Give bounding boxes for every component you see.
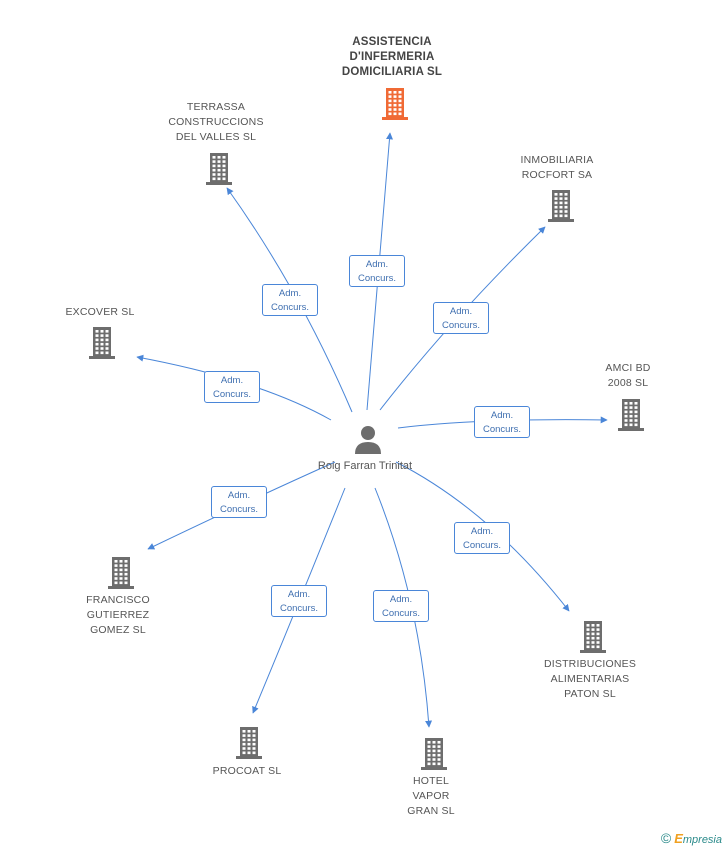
company-label[interactable]: TERRASSA CONSTRUCCIONS DEL VALLES SL [168, 101, 264, 143]
building-icon [548, 190, 574, 222]
copyright-icon: © [660, 830, 672, 846]
relation-label-assistencia[interactable]: Adm. Concurs. [349, 255, 405, 287]
relation-line1: Adm. [278, 288, 302, 299]
relation-line2: Concurs. [279, 603, 318, 614]
relation-label-amci[interactable]: Adm. Concurs. [474, 406, 530, 438]
relation-line2: Concurs. [212, 389, 251, 400]
building-icon [382, 88, 408, 120]
relation-line2: Concurs. [441, 320, 480, 331]
relation-line2: Concurs. [381, 608, 420, 619]
person-icon [355, 426, 381, 454]
person-name[interactable]: Roig Farran Trinitat [317, 460, 413, 472]
relation-line2: Concurs. [482, 424, 521, 435]
company-label[interactable]: ASSISTENCIA D'INFERMERIA DOMICILIARIA SL [341, 36, 443, 78]
person-node[interactable] [348, 424, 388, 458]
relation-label-distribuciones[interactable]: Adm. Concurs. [454, 522, 510, 554]
brand-name: mpresia [682, 834, 722, 846]
company-label[interactable]: DISTRIBUCIONES ALIMENTARIAS PATON SL [543, 658, 637, 700]
relation-line1: Adm. [227, 490, 251, 501]
relation-line2: Concurs. [462, 540, 501, 551]
relation-line1: Adm. [389, 594, 413, 605]
relation-label-inmobiliaria[interactable]: Adm. Concurs. [433, 302, 489, 334]
brand-footer: © Empresia [661, 830, 722, 846]
relation-label-hotel[interactable]: Adm. Concurs. [373, 590, 429, 622]
building-icon [236, 727, 262, 759]
relation-line1: Adm. [365, 259, 389, 270]
company-label[interactable]: FRANCISCO GUTIERREZ GOMEZ SL [86, 594, 150, 636]
building-icon [421, 738, 447, 770]
relation-line1: Adm. [470, 526, 494, 537]
building-icon [108, 557, 134, 589]
company-label[interactable]: HOTEL VAPOR GRAN SL [407, 775, 455, 817]
building-icon [580, 621, 606, 653]
relation-line1: Adm. [220, 375, 244, 386]
relation-label-excover[interactable]: Adm. Concurs. [204, 371, 260, 403]
relation-label-terrassa[interactable]: Adm. Concurs. [262, 284, 318, 316]
company-label[interactable]: PROCOAT SL [212, 765, 282, 777]
company-label[interactable]: EXCOVER SL [65, 306, 135, 318]
company-label[interactable]: INMOBILIARIA ROCFORT SA [520, 154, 594, 181]
relation-line1: Adm. [449, 306, 473, 317]
relation-line2: Concurs. [219, 504, 258, 515]
relation-label-francisco[interactable]: Adm. Concurs. [211, 486, 267, 518]
brand-initial: E [674, 831, 683, 846]
relation-line1: Adm. [490, 410, 514, 421]
building-icon [206, 153, 232, 185]
relation-line2: Concurs. [357, 273, 396, 284]
building-icon [89, 327, 115, 359]
relation-line1: Adm. [287, 589, 311, 600]
building-icon [618, 399, 644, 431]
company-label[interactable]: AMCI BD 2008 SL [605, 362, 651, 389]
relation-line2: Concurs. [270, 302, 309, 313]
relation-label-procoat[interactable]: Adm. Concurs. [271, 585, 327, 617]
